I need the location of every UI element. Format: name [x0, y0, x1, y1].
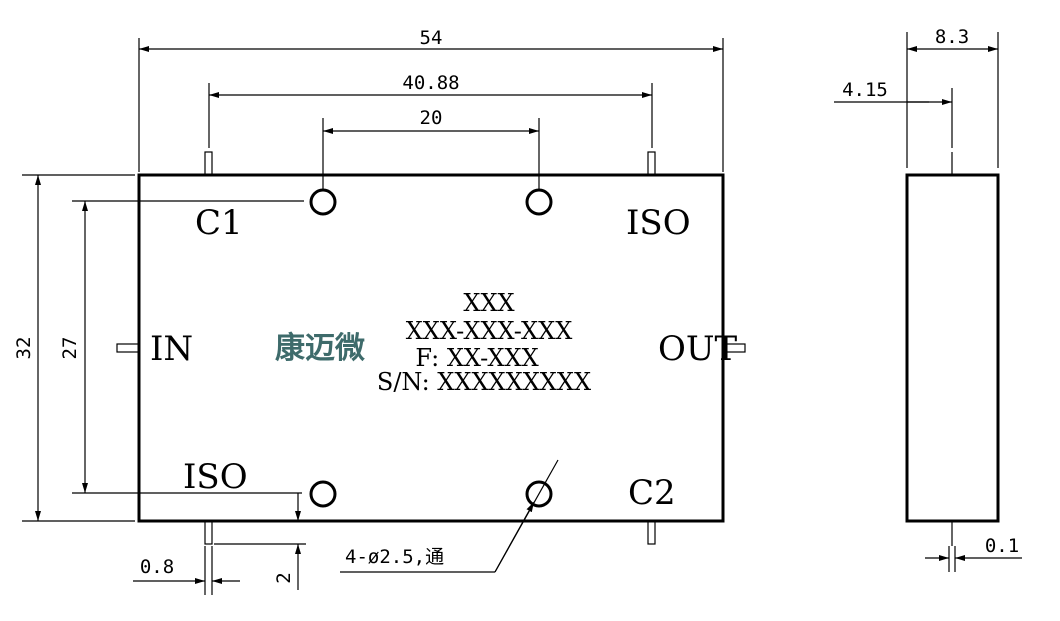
- hole-bottom-left: [309, 480, 337, 508]
- dim-overall-width: 54: [420, 27, 443, 49]
- pin-top-right: [647, 151, 656, 176]
- port-out: OUT: [658, 329, 738, 369]
- label-line4: S/N: XXXXXXXXX: [377, 368, 591, 396]
- dim-height-overall: 32: [13, 337, 35, 360]
- dim-pin-spacing-outer: 40.88: [402, 72, 459, 94]
- dim-depth-half: 4.15: [842, 79, 888, 101]
- label-line2: XXX-XXX-XXX: [406, 317, 573, 345]
- side-view-body: [905, 173, 1000, 523]
- dim-depth: 8.3: [935, 26, 969, 48]
- dim-pin-offset: 0.1: [985, 535, 1019, 557]
- brand-logo: 康迈微: [275, 331, 365, 366]
- label-line1: XXX: [463, 289, 514, 317]
- dim-pin-spacing-inner: 20: [420, 107, 443, 129]
- pin-bottom-right: [647, 520, 656, 545]
- port-iso-bottom: ISO: [183, 457, 248, 497]
- pin-top-left: [204, 151, 213, 176]
- port-iso-top: ISO: [626, 203, 691, 243]
- hole-top-right: [525, 188, 553, 216]
- port-in: IN: [150, 329, 193, 369]
- port-c2: C2: [628, 473, 676, 513]
- pin-out: [722, 343, 746, 353]
- dim-pin-length: 2: [273, 572, 295, 583]
- port-c1: C1: [195, 203, 243, 243]
- dim-pin-width: 0.8: [140, 556, 174, 578]
- hole-note: 4-ø2.5,通: [345, 546, 444, 568]
- hole-top-left: [309, 188, 337, 216]
- dim-height-holes: 27: [59, 337, 81, 360]
- pin-bottom-left: [204, 520, 213, 545]
- pin-in: [116, 343, 140, 353]
- label-line3: F: XX-XXX: [415, 344, 538, 372]
